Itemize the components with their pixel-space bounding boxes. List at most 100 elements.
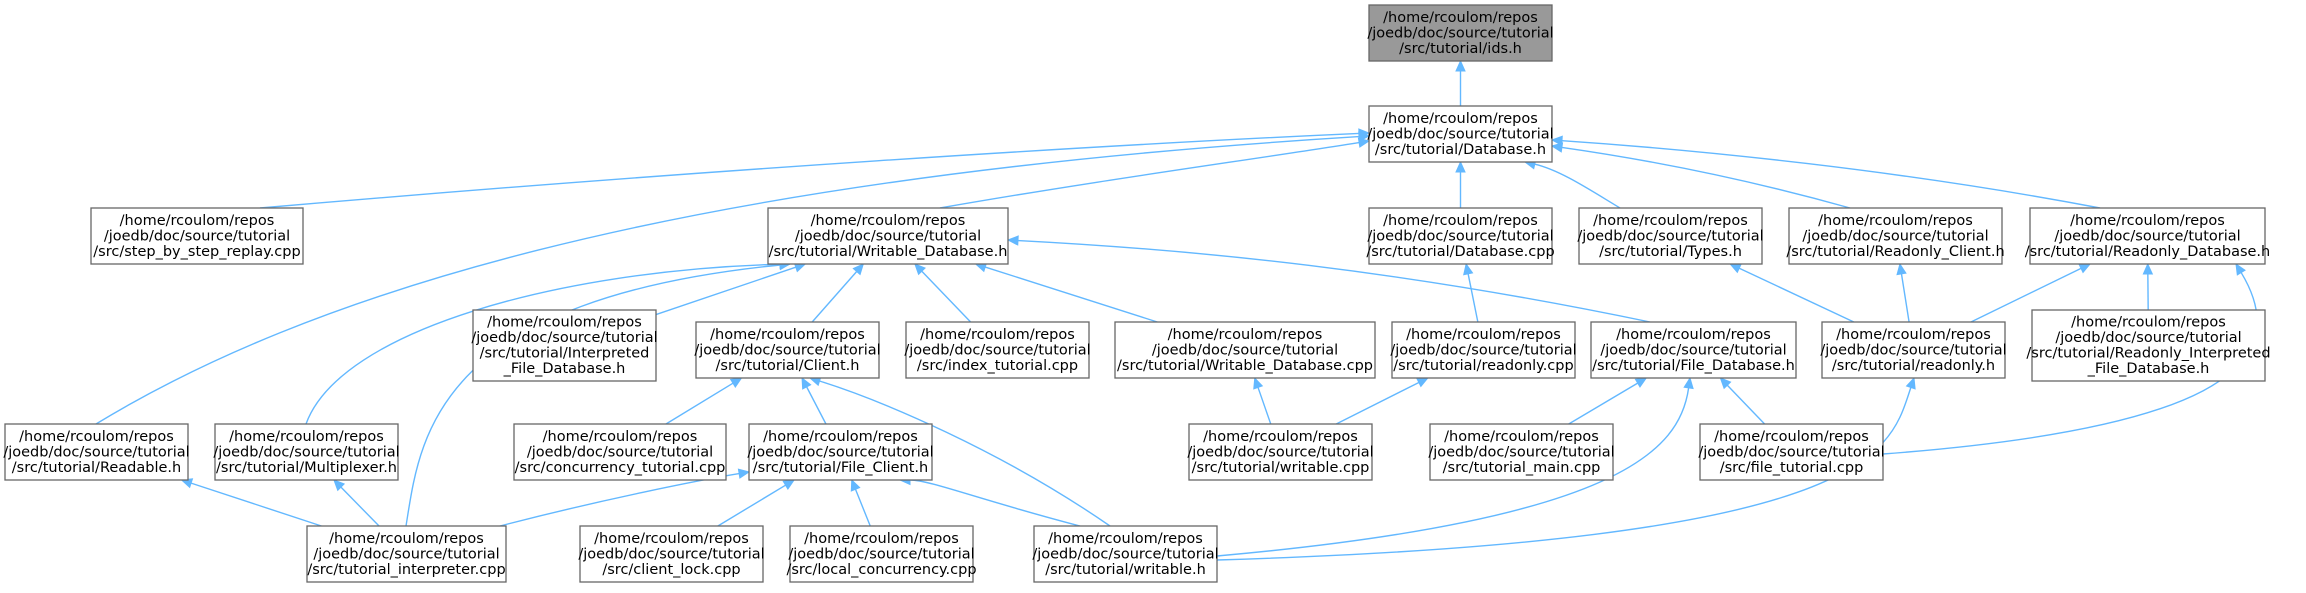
node-file-database-h[interactable]: /home/rcoulom/repos/joedb/doc/source/tut… [1590,321,1797,379]
edge-file-database-h-to-writable-database-h-line [1017,239,1651,323]
node-label-line: /src/client_lock.cpp [602,562,740,578]
edge-readonly-client-h-to-database-h [1550,142,1851,209]
node-label-line: /src/tutorial/Interpreted [480,346,650,362]
node-readonly-cpp[interactable]: /home/rcoulom/repos/joedb/doc/source/tut… [1390,321,1577,379]
node-readonly-database-h[interactable]: /home/rcoulom/repos/joedb/doc/source/tut… [2025,207,2271,265]
node-readable-h[interactable]: /home/rcoulom/repos/joedb/doc/source/tut… [3,423,190,481]
node-database-h[interactable]: /home/rcoulom/repos/joedb/doc/source/tut… [1367,105,1554,163]
node-label-line: /home/rcoulom/repos [1168,327,1323,343]
node-label-line: /joedb/doc/source/tutorial [904,342,1090,358]
node-box [2031,309,2266,382]
edge-readonly-h-to-types-h [1729,263,1855,323]
edge-readonly-interpreted-file-database-h-to-readonly-database-h [2142,262,2154,311]
edge-file-client-h-to-client-h-line [806,386,827,425]
edge-types-h-to-database-h-line [1534,163,1621,209]
node-writable-database-h[interactable]: /home/rcoulom/repos/joedb/doc/source/tut… [767,207,1009,265]
node-label-line: /joedb/doc/source/tutorial [1802,228,1988,244]
node-file-tutorial-cpp[interactable]: /home/rcoulom/repos/joedb/doc/source/tut… [1698,423,1885,481]
node-label-line: /src/tutorial/Client.h [716,358,860,374]
node-index-tutorial-cpp[interactable]: /home/rcoulom/repos/joedb/doc/source/tut… [904,321,1091,379]
node-label-line: /home/rcoulom/repos [710,327,865,343]
node-file-client-h[interactable]: /home/rcoulom/repos/joedb/doc/source/tut… [747,423,934,481]
edge-database-h-to-ids-h [1455,59,1466,106]
edge-readable-h-to-database-h-arrowhead [1358,131,1371,142]
edge-tutorial-main-cpp-to-file-database-h-line [1568,382,1639,425]
node-writable-h[interactable]: /home/rcoulom/repos/joedb/doc/source/tut… [1032,525,1219,583]
edge-database-cpp-to-database-h [1455,160,1466,208]
node-multiplexer-h[interactable]: /home/rcoulom/repos/joedb/doc/source/tut… [213,423,400,481]
node-label-line: /home/rcoulom/repos [1048,531,1203,547]
node-box [1368,207,1553,265]
edge-index-tutorial-cpp-to-writable-database-h-line [921,270,972,323]
node-ids-h[interactable]: /home/rcoulom/repos/joedb/doc/source/tut… [1367,4,1554,62]
node-types-h[interactable]: /home/rcoulom/repos/joedb/doc/source/tut… [1577,207,1764,265]
edge-concurrency-tutorial-cpp-to-client-h-line [665,382,734,425]
node-label-line: /joedb/doc/source/tutorial [527,444,713,460]
node-client-lock-cpp[interactable]: /home/rcoulom/repos/joedb/doc/source/tut… [578,525,765,583]
edge-writable-h-to-file-database-h-arrowhead [1683,376,1694,390]
node-label-line: /joedb/doc/source/tutorial [694,342,880,358]
node-label-line: /src/local_concurrency.cpp [786,562,976,578]
node-label-line: /home/rcoulom/repos [1406,327,1561,343]
edge-readable-h-to-database-h [95,131,1371,425]
node-readonly-h[interactable]: /home/rcoulom/repos/joedb/doc/source/tut… [1820,321,2007,379]
node-writable-database-cpp[interactable]: /home/rcoulom/repos/joedb/doc/source/tut… [1114,321,1376,379]
node-tutorial-interpreter-cpp[interactable]: /home/rcoulom/repos/joedb/doc/source/tut… [306,525,507,583]
node-box [1114,321,1376,379]
edge-readonly-h-to-readonly-database-h-line [1970,267,2082,323]
edge-database-h-to-ids-h-arrowhead [1455,59,1466,72]
edge-tutorial-interpreter-cpp-to-file-client-h-line [499,472,740,527]
node-label-line: /joedb/doc/source/tutorial [795,228,981,244]
node-box [1429,423,1614,481]
node-label-line: /home/rcoulom/repos [2070,213,2225,229]
node-label-line: /home/rcoulom/repos [229,429,384,445]
edge-local-concurrency-cpp-to-file-client-h [850,478,871,527]
node-label-line: /joedb/doc/source/tutorial [471,330,657,346]
edge-tutorial-interpreter-cpp-to-file-client-h-arrowhead [737,468,751,479]
edge-writable-cpp-to-readonly-cpp-arrowhead [1416,377,1429,388]
node-label-line: /src/tutorial/Multiplexer.h [216,460,397,476]
node-readonly-client-h[interactable]: /home/rcoulom/repos/joedb/doc/source/tut… [1786,207,2005,265]
node-client-h[interactable]: /home/rcoulom/repos/joedb/doc/source/tut… [694,321,881,379]
edge-tutorial-interpreter-cpp-to-multiplexer-h-arrowhead [333,479,346,492]
edge-file-client-h-to-client-h [801,376,827,425]
edge-step-by-step-replay-cpp-to-database-h [259,128,1371,209]
node-label-line: /src/file_tutorial.cpp [1720,460,1864,476]
edge-file-tutorial-cpp-to-file-database-h-arrowhead [1719,377,1732,390]
node-step-by-step-replay-cpp[interactable]: /home/rcoulom/repos/joedb/doc/source/tut… [90,207,304,265]
node-label-line: /joedb/doc/source/tutorial [747,444,933,460]
edge-file-database-h-to-writable-database-h-arrowhead [1006,235,1019,246]
node-label-line: /home/rcoulom/repos [543,429,698,445]
node-tutorial-main-cpp[interactable]: /home/rcoulom/repos/joedb/doc/source/tut… [1428,423,1615,481]
node-concurrency-tutorial-cpp[interactable]: /home/rcoulom/repos/joedb/doc/source/tut… [513,423,727,481]
node-box [1391,321,1576,379]
edge-tutorial-main-cpp-to-file-database-h [1568,377,1648,425]
node-label-line: /joedb/doc/source/tutorial [1367,126,1553,142]
edge-readonly-h-to-types-h-line [1738,267,1855,323]
edge-readonly-cpp-to-database-cpp [1463,262,1479,323]
edge-concurrency-tutorial-cpp-to-client-h [665,377,743,425]
node-interpreted-file-database-h[interactable]: /home/rcoulom/repos/joedb/doc/source/tut… [471,309,658,382]
edge-database-cpp-to-database-h-arrowhead [1455,160,1466,173]
edge-writable-database-cpp-to-writable-database-h-line [984,266,1158,323]
node-label-line: /src/tutorial/Writable_Database.cpp [1117,358,1373,374]
node-box [1578,207,1763,265]
edge-writable-h-to-readonly-h [1216,376,1916,561]
node-label-line: /home/rcoulom/repos [1714,429,1869,445]
edge-writable-h-to-file-client-h-line [909,479,1081,527]
node-label-line: /home/rcoulom/repos [2071,315,2226,331]
node-box [513,423,727,481]
node-box [579,525,764,583]
edge-file-tutorial-cpp-to-file-database-h-line [1726,384,1766,425]
node-database-cpp[interactable]: /home/rcoulom/repos/joedb/doc/source/tut… [1366,207,1555,265]
edge-tutorial-interpreter-cpp-to-readable-h-line [190,482,322,527]
edge-writable-database-h-to-database-h-line [939,141,1360,209]
node-readonly-interpreted-file-database-h[interactable]: /home/rcoulom/repos/joedb/doc/source/tut… [2026,309,2271,382]
node-writable-cpp[interactable]: /home/rcoulom/repos/joedb/doc/source/tut… [1187,423,1374,481]
node-box [789,525,974,583]
edge-writable-h-to-file-client-h [898,474,1081,527]
node-local-concurrency-cpp[interactable]: /home/rcoulom/repos/joedb/doc/source/tut… [786,525,977,583]
edge-local-concurrency-cpp-to-file-client-h-arrowhead [850,478,861,492]
node-label-line: /joedb/doc/source/tutorial [104,228,290,244]
node-label-line: /joedb/doc/source/tutorial [1032,546,1218,562]
